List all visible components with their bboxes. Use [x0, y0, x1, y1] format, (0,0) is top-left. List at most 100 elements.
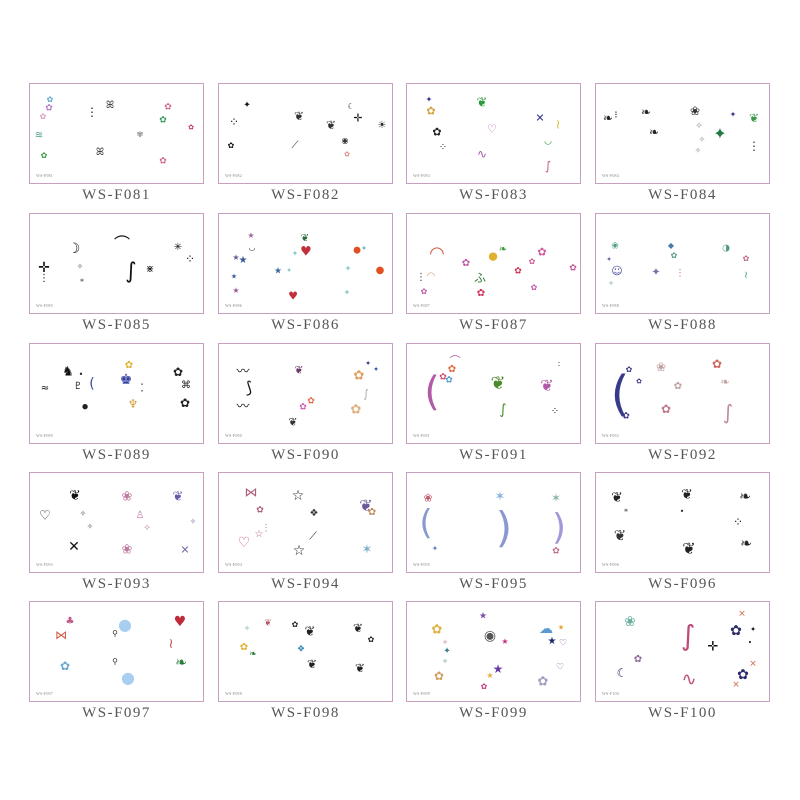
tattoo-motif-icon: ◠	[426, 271, 436, 282]
tattoo-motif-icon: ❦	[69, 488, 81, 504]
tattoo-motif-icon: ⁘	[184, 252, 196, 266]
tattoo-motif-icon: ꕤ	[95, 147, 105, 158]
tattoo-motif-icon: ✧	[244, 624, 250, 633]
tattoo-motif-icon: ✿	[711, 357, 723, 371]
tattoo-motif-icon: ✿	[353, 368, 365, 384]
tattoo-motif-icon: ✿	[159, 156, 167, 167]
tattoo-motif-icon: ❧	[175, 655, 187, 671]
sticker-card-ws-f099[interactable]: ✿✧✦✧✿★◉★★★✿☁★★♡♡✿WS-F099	[406, 601, 581, 702]
tattoo-motif-icon: (	[610, 366, 630, 422]
tattoo-motif-icon: ★	[486, 671, 494, 680]
tattoo-motif-icon: ∫	[363, 387, 369, 401]
tattoo-motif-icon: ✿	[476, 288, 486, 299]
sticker-card-ws-f089[interactable]: ≈♞•♇(●✿♚⁚♆✿⌘✿WS-F089	[29, 343, 204, 444]
sticker-card-ws-f098[interactable]: ✧❦✿❧❦✿❖❦❦✿❦WS-F098	[218, 601, 393, 702]
tattoo-motif-icon: ★	[230, 272, 238, 281]
tattoo-motif-icon: ❀	[624, 614, 636, 630]
tattoo-motif-icon: ✦	[365, 359, 371, 368]
sticker-card-ws-f093[interactable]: ♡❦✧✧✕❀♙✧❀❦✧✕WS-F093	[29, 472, 204, 573]
sticker-card-ws-f084[interactable]: ❧⁝❧❧❀✧✧✧✦✦❦⋮WS-F084	[595, 83, 770, 184]
tattoo-motif-icon: )	[495, 503, 513, 552]
tattoo-motif-icon: ❦	[293, 109, 305, 123]
tattoo-motif-icon: ⁝	[614, 110, 618, 121]
tattoo-motif-icon: ✿	[660, 402, 672, 416]
tattoo-motif-icon: ✿	[350, 402, 362, 418]
sticker-card-ws-f100[interactable]: ❀☾✿∫∿✛✕✿✦•✕✿✕WS-F100	[595, 601, 770, 702]
tattoo-motif-icon: ✧	[79, 509, 87, 518]
tattoo-motif-icon: ☾	[616, 666, 628, 680]
sticker-card-ws-f097[interactable]: ♣⋈✿●⚲⚲●♥≀❧WS-F097	[29, 601, 204, 702]
tattoo-motif-icon: ⁘	[550, 406, 560, 417]
tattoo-motif-icon: ✿	[367, 507, 377, 518]
tattoo-motif-icon: )	[551, 507, 567, 548]
tattoo-motif-icon: ✧	[694, 146, 702, 155]
sticker-card-ws-f086[interactable]: ★◡★★★★❦♥✦★✦♥●✦✦●✦WS-F086	[218, 213, 393, 314]
sticker-card-ws-f096[interactable]: ❦⁎❦❦•❦❧⁘❧WS-F096	[595, 472, 770, 573]
sheet-code: WS-F099	[413, 691, 430, 696]
tattoo-motif-icon: ふ	[473, 271, 487, 285]
tattoo-motif-icon: ✦	[431, 544, 439, 553]
sticker-card-ws-f094[interactable]: ⋈✿♡☆⋮☆❖☆⟋❦✶✿WS-F094	[218, 472, 393, 573]
tattoo-motif-icon: ◑	[722, 243, 730, 254]
tattoo-motif-icon: ✦	[286, 266, 292, 275]
tattoo-motif-icon: ✿	[164, 102, 172, 113]
tattoo-motif-icon: ❦	[264, 618, 272, 629]
tattoo-motif-icon: ◡	[248, 243, 256, 252]
tattoo-motif-icon: ★	[501, 637, 509, 646]
tattoo-motif-icon: ❦	[681, 487, 693, 503]
tattoo-motif-icon: ✿	[622, 411, 630, 422]
tattoo-motif-icon: ⚲	[112, 657, 118, 666]
tattoo-motif-icon: ✿	[344, 150, 350, 159]
tattoo-motif-icon: ✿	[439, 372, 447, 383]
tattoo-motif-icon: ∿	[681, 669, 697, 690]
sticker-card-ws-f087[interactable]: ◠◠⋮✿✿●❧ふ✿✿✿✿✿✿WS-F087	[406, 213, 581, 314]
tattoo-motif-icon: ⋈	[55, 628, 67, 642]
tattoo-motif-icon: ❦	[490, 373, 506, 394]
sticker-label: WS-F091	[459, 447, 528, 463]
sheet-code: WS-F096	[602, 562, 619, 567]
tattoo-motif-icon: ✿	[432, 125, 442, 139]
tattoo-motif-icon: (	[89, 376, 95, 392]
tattoo-motif-icon: ⌘	[181, 380, 191, 391]
sticker-card-ws-f085[interactable]: ✛⋮☽✧⁎⌒∫⋇✳⁘WS-F085	[29, 213, 204, 314]
sheet-code: WS-F095	[413, 562, 430, 567]
sticker-label: WS-F095	[459, 576, 528, 592]
tattoo-motif-icon: ✛	[38, 260, 50, 276]
tattoo-motif-icon: ⁚	[140, 381, 144, 395]
sticker-card-ws-f095[interactable]: ❀(✦✶)✶)✿WS-F095	[406, 472, 581, 573]
sticker-card-ws-f082[interactable]: ✦⁘✿❦⟋❦☾✛☀◉✿WS-F082	[218, 83, 393, 184]
sticker-label: WS-F087	[459, 317, 528, 333]
tattoo-motif-icon: ✿	[445, 375, 453, 386]
tattoo-motif-icon: ✕	[180, 543, 190, 557]
tattoo-motif-icon: ♥	[288, 289, 298, 303]
sticker-card-ws-f090[interactable]: 〰⟆〰❦✿✿❦✦✿✦✿∫WS-F090	[218, 343, 393, 444]
sticker-card-ws-f092[interactable]: (✿✿✿❀✿✿✿❧∫WS-F092	[595, 343, 770, 444]
tattoo-motif-icon: ★	[557, 623, 565, 632]
tattoo-motif-icon: ✿	[742, 254, 750, 263]
sticker-label: WS-F083	[459, 187, 528, 203]
tattoo-motif-icon: ∫	[125, 259, 137, 284]
tattoo-motif-icon: ⋮	[86, 105, 98, 119]
tattoo-motif-icon: ✿	[59, 659, 71, 673]
sticker-card-ws-f083[interactable]: ✦✿✿⁘❦♡∿✕≀◡∫WS-F083	[406, 83, 581, 184]
tattoo-motif-icon: ✦	[425, 95, 433, 104]
sticker-card-ws-f088[interactable]: ❀✦☺✧◆✿✦⋮◑✿≀WS-F088	[595, 213, 770, 314]
tattoo-motif-icon: ✳	[173, 242, 183, 253]
tattoo-motif-icon: ✧	[143, 523, 151, 534]
tattoo-motif-icon: ❦	[172, 489, 184, 505]
tattoo-motif-icon: ❖	[296, 644, 306, 655]
tattoo-motif-icon: ●	[488, 249, 498, 263]
tattoo-motif-icon: ✿	[514, 266, 522, 277]
tattoo-motif-icon: ✦	[651, 265, 661, 279]
tattoo-motif-icon: ❦	[682, 539, 696, 558]
tattoo-motif-icon: ✿	[730, 623, 742, 639]
tattoo-motif-icon: (	[419, 503, 433, 543]
tattoo-motif-icon: ✦	[361, 244, 367, 253]
tattoo-motif-icon: ❦	[476, 95, 488, 111]
tattoo-motif-icon: ✿	[172, 365, 184, 379]
tattoo-motif-icon: ❦	[611, 490, 623, 506]
tattoo-motif-icon: ✿	[673, 381, 683, 392]
sticker-card-ws-f091[interactable]: (✿✿✿⌒❦∫❦⁘:WS-F091	[406, 343, 581, 444]
tattoo-motif-icon: •	[679, 507, 685, 516]
